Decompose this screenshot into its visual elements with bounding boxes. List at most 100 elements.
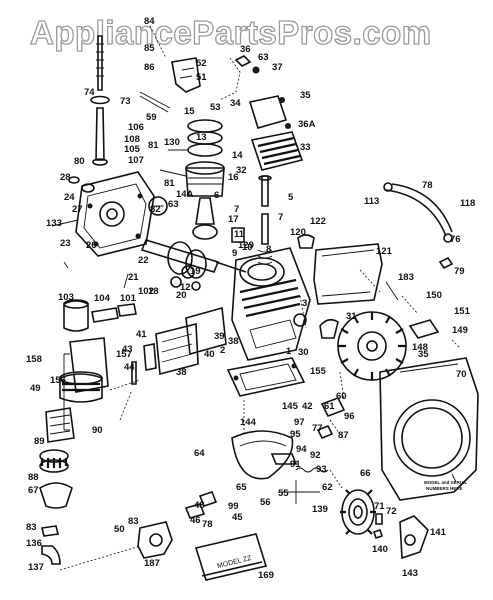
part-number-label-49: 49 xyxy=(30,383,41,394)
part-number-label-22: 22 xyxy=(138,255,149,266)
part-number-label-155: 155 xyxy=(310,366,327,377)
part-number-label-82: 82 xyxy=(150,204,161,215)
part-number-label-78b: 78 xyxy=(202,519,213,530)
part-number-label-101: 101 xyxy=(120,293,137,304)
part-number-label-151: 151 xyxy=(454,306,471,317)
part-number-label-53: 53 xyxy=(210,102,221,113)
part-number-label-23: 23 xyxy=(60,238,71,249)
part-number-label-85: 85 xyxy=(144,43,155,54)
part-number-label-129: 129 xyxy=(238,240,254,251)
part-number-label-70: 70 xyxy=(456,369,467,380)
part-number-label-78a: 78 xyxy=(422,180,433,191)
owners-manual-booklet-drawing: MODEL ZZ xyxy=(194,533,268,581)
part-number-label-38: 38 xyxy=(228,336,239,347)
part-number-label-105: 105 xyxy=(124,144,141,155)
part-number-label-32: 32 xyxy=(236,165,247,176)
part-number-label-148: 148 xyxy=(412,342,428,353)
governor-spring-drawing xyxy=(270,396,346,504)
part-number-label-31: 31 xyxy=(346,311,357,322)
part-number-label-51: 51 xyxy=(196,72,207,83)
part-number-label-66: 66 xyxy=(360,468,371,479)
part-number-label-92: 92 xyxy=(310,450,321,461)
part-number-label-89: 89 xyxy=(34,436,45,447)
part-number-label-1: 1 xyxy=(286,346,292,357)
part-number-label-141: 141 xyxy=(430,527,447,538)
part-number-label-64: 64 xyxy=(194,448,205,459)
part-number-label-19: 19 xyxy=(190,266,201,277)
part-number-label-83a: 83 xyxy=(26,522,37,533)
part-number-label-187: 187 xyxy=(144,558,160,569)
part-number-label-136: 136 xyxy=(26,538,42,549)
part-number-label-45: 45 xyxy=(232,512,243,523)
base-plate-drawing xyxy=(226,357,306,480)
part-number-label-84: 84 xyxy=(144,16,155,27)
part-number-label-52: 52 xyxy=(196,58,207,69)
part-number-label-121: 121 xyxy=(376,246,393,257)
carburetor-drawing xyxy=(131,306,227,385)
part-number-label-81b: 81 xyxy=(164,178,175,189)
part-number-label-63b: 63 xyxy=(168,199,179,210)
part-number-label-14A: 14A xyxy=(176,189,194,200)
part-number-label-74: 74 xyxy=(84,87,95,98)
site-watermark: AppliancePartsPros.com xyxy=(30,14,432,51)
part-number-label-37: 37 xyxy=(272,62,283,73)
cylinder-block-drawing xyxy=(231,247,311,361)
part-number-label-102: 102 xyxy=(138,286,154,297)
part-number-label-145: 145 xyxy=(282,401,299,412)
note-line-2: NUMBERS HERE xyxy=(426,486,463,491)
part-number-label-15: 15 xyxy=(184,106,195,117)
part-number-label-103: 103 xyxy=(58,292,74,303)
part-number-label-77: 77 xyxy=(312,423,323,434)
part-number-label-79: 79 xyxy=(454,266,465,277)
part-number-label-183: 183 xyxy=(398,272,414,283)
part-number-label-157: 157 xyxy=(116,349,132,360)
part-number-label-62: 62 xyxy=(322,482,333,493)
part-number-label-158: 158 xyxy=(26,354,42,365)
part-number-label-8: 8 xyxy=(266,244,271,255)
part-number-label-113: 113 xyxy=(364,196,379,207)
part-number-label-20: 20 xyxy=(176,290,187,301)
crankshaft-drawing xyxy=(140,196,247,291)
part-number-label-118: 118 xyxy=(460,198,475,209)
part-number-label-130: 130 xyxy=(164,137,180,148)
part-number-label-91: 91 xyxy=(290,459,301,470)
part-number-label-3: 3 xyxy=(302,298,307,309)
part-number-label-149: 149 xyxy=(452,325,468,336)
part-number-label-28: 28 xyxy=(60,172,71,183)
part-number-label-169: 169 xyxy=(258,570,274,581)
part-number-label-108: 108 xyxy=(124,134,140,145)
part-number-label-10: 10 xyxy=(242,242,253,253)
part-number-label-17: 17 xyxy=(228,214,239,225)
model-serial-note: MODEL and SERIAL NUMBERS HERE xyxy=(424,473,467,491)
part-number-label-65: 65 xyxy=(236,482,247,493)
part-number-label-106: 106 xyxy=(128,122,144,133)
part-number-label-50: 50 xyxy=(114,524,125,535)
dipstick-tube-drawing xyxy=(90,35,110,166)
part-number-label-5: 5 xyxy=(288,192,294,203)
part-number-label-88: 88 xyxy=(28,472,39,483)
starter-pulley-drawing xyxy=(340,489,429,560)
part-number-label-13: 13 xyxy=(196,132,207,143)
part-number-label-33: 33 xyxy=(300,142,311,153)
note-line-1: MODEL and SERIAL xyxy=(424,480,467,485)
part-number-label-12: 12 xyxy=(180,282,191,293)
part-number-label-96: 96 xyxy=(344,411,355,422)
part-number-label-27: 27 xyxy=(72,204,83,215)
part-number-label-42: 42 xyxy=(302,401,313,412)
fuel-line-drawing xyxy=(383,182,453,243)
part-number-label-35: 35 xyxy=(300,90,311,101)
part-number-label-107: 107 xyxy=(128,155,144,166)
part-number-label-139: 139 xyxy=(312,504,328,515)
part-number-label-34: 34 xyxy=(230,98,241,109)
part-number-label-7b: 7 xyxy=(278,212,283,223)
part-number-label-71: 71 xyxy=(374,501,385,512)
part-number-label-56: 56 xyxy=(260,497,271,508)
part-number-label-90: 90 xyxy=(92,425,103,436)
part-number-label-30: 30 xyxy=(298,347,309,358)
part-number-label-94: 94 xyxy=(296,444,307,455)
part-number-label-61: 61 xyxy=(324,401,335,412)
part-number-label-48: 48 xyxy=(194,500,205,511)
piston-assembly-drawing xyxy=(159,119,225,240)
part-number-label-67: 67 xyxy=(28,485,39,496)
